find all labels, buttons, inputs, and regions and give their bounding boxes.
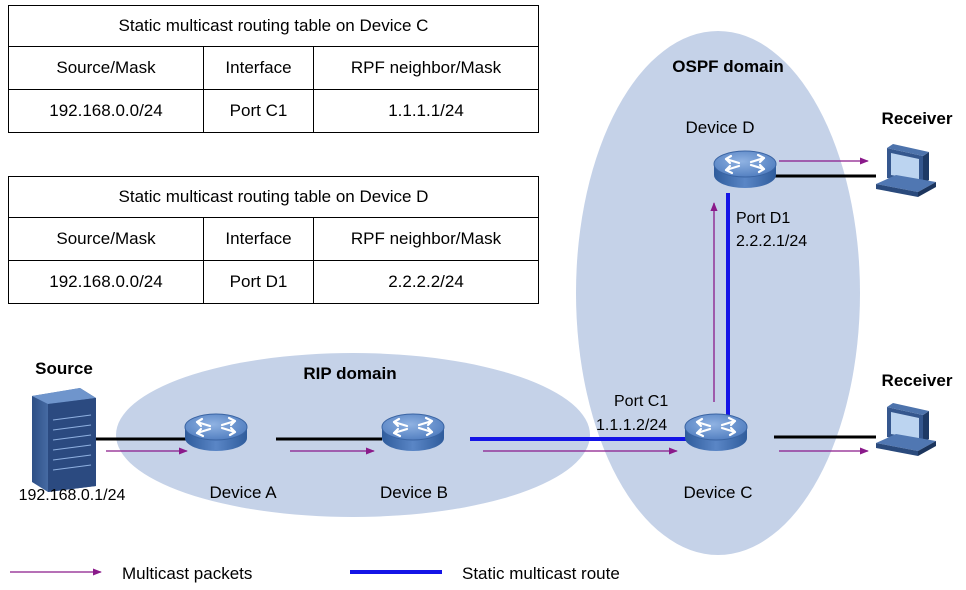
device-c-router-icon bbox=[683, 412, 749, 453]
device-b-label: Device B bbox=[380, 483, 448, 502]
device-a-router-icon bbox=[183, 412, 249, 453]
device-d-label: Device D bbox=[686, 118, 755, 137]
cell-interface: Port C1 bbox=[203, 89, 314, 133]
header-source-mask: Source/Mask bbox=[8, 217, 204, 261]
header-rpf-neighbor: RPF neighbor/Mask bbox=[313, 217, 539, 261]
table-title: Static multicast routing table on Device… bbox=[8, 5, 539, 47]
rip-domain-label: RIP domain bbox=[303, 364, 396, 383]
source-server-icon bbox=[32, 388, 96, 492]
legend-static-route-label: Static multicast route bbox=[462, 564, 620, 583]
cell-rpf-neighbor: 2.2.2.2/24 bbox=[313, 260, 539, 304]
device-a-label: Device A bbox=[209, 483, 277, 502]
cell-interface: Port D1 bbox=[203, 260, 314, 304]
ospf-domain-area bbox=[576, 31, 860, 555]
device-b-router-icon bbox=[380, 412, 446, 453]
rip-domain-area bbox=[116, 353, 590, 517]
port-d1-ip-label: 2.2.2.1/24 bbox=[736, 233, 807, 250]
cell-source-mask: 192.168.0.0/24 bbox=[8, 89, 204, 133]
receiver-top-label: Receiver bbox=[882, 109, 953, 128]
routing-table-device-d: Static multicast routing table on Device… bbox=[8, 176, 539, 304]
header-interface: Interface bbox=[203, 217, 314, 261]
source-ip-label: 192.168.0.1/24 bbox=[19, 487, 126, 504]
table-title: Static multicast routing table on Device… bbox=[8, 176, 539, 218]
device-c-label: Device C bbox=[684, 483, 753, 502]
port-c1-label: Port C1 bbox=[614, 393, 668, 410]
device-d-router-icon bbox=[712, 149, 778, 190]
receiver-bottom-pc-icon bbox=[876, 403, 936, 456]
receiver-top-pc-icon bbox=[876, 144, 936, 197]
legend-multicast-label: Multicast packets bbox=[122, 564, 252, 583]
receiver-bottom-label: Receiver bbox=[882, 371, 953, 390]
port-c1-ip-label: 1.1.1.2/24 bbox=[596, 417, 667, 434]
port-d1-label: Port D1 bbox=[736, 210, 790, 227]
routing-table-device-c: Static multicast routing table on Device… bbox=[8, 5, 539, 133]
ospf-domain-label: OSPF domain bbox=[672, 57, 783, 76]
cell-rpf-neighbor: 1.1.1.1/24 bbox=[313, 89, 539, 133]
header-source-mask: Source/Mask bbox=[8, 46, 204, 90]
cell-source-mask: 192.168.0.0/24 bbox=[8, 260, 204, 304]
source-label: Source bbox=[35, 359, 93, 378]
header-interface: Interface bbox=[203, 46, 314, 90]
